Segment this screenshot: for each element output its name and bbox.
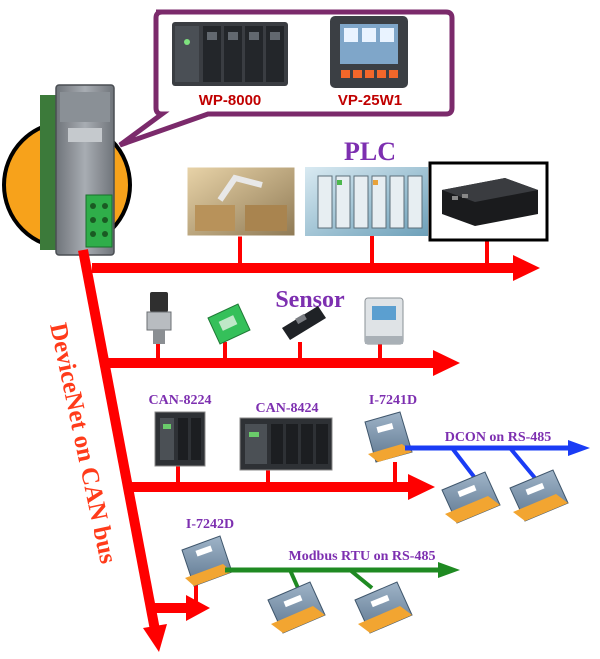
- plc-devices: PLC: [186, 137, 549, 242]
- can-8424-icon: [239, 417, 333, 471]
- modbus-bus-arrowhead: [438, 562, 460, 578]
- compact-plc-photo-icon: [428, 161, 549, 242]
- modbus-module-2-icon: [354, 581, 413, 634]
- modbus-drop-2: [348, 568, 374, 590]
- devicenet-bus: [78, 236, 540, 652]
- dcon-drop-2: [508, 446, 537, 480]
- plc-bus-arrowhead: [513, 255, 540, 281]
- dcon-bus-arrowhead: [568, 440, 590, 456]
- plc-label: PLC: [344, 137, 396, 166]
- dcon-module-1-icon: [441, 471, 501, 524]
- main-module: [2, 84, 132, 256]
- vp-25w1-label: VP-25W1: [338, 92, 402, 109]
- dcon-module-2-icon: [509, 469, 569, 522]
- pressure-sensor-icon: [146, 292, 172, 344]
- can-devices: CAN-8224 CAN-8424 I-7241D: [149, 393, 417, 471]
- can-8224-icon: [154, 411, 206, 467]
- i-7241d-label: I-7241D: [369, 393, 417, 408]
- can-8424-label: CAN-8424: [256, 401, 319, 416]
- sensor-bus-arrowhead: [433, 350, 460, 376]
- dcon-drop-1: [450, 446, 477, 480]
- modbus-rs485-branch: I-7242D Modbus RTU on RS-485: [181, 517, 460, 634]
- signal-conditioner-icon: [207, 303, 251, 345]
- product-callout: WP-8000 VP-25W1: [118, 9, 455, 148]
- can-bus-arrowhead: [408, 474, 435, 500]
- modbus-module-1-icon: [267, 581, 326, 634]
- can-8224-label: CAN-8224: [149, 393, 212, 408]
- vp-25w1-icon: [330, 16, 408, 88]
- wp-8000-label: WP-8000: [199, 92, 262, 109]
- dcon-label: DCON on RS-485: [445, 430, 552, 445]
- proximity-sensor-icon: [282, 306, 326, 340]
- plc-io-modules-photo-icon: [305, 167, 428, 236]
- main-bus-trunk: [78, 249, 160, 631]
- i-7241d-icon: [364, 411, 413, 463]
- modbus-drop-1: [288, 569, 300, 589]
- i-7242d-icon: [181, 535, 233, 587]
- sensor-devices: Sensor: [146, 287, 404, 345]
- devicenet-bus-label: DeviceNet on CAN bus: [44, 321, 121, 567]
- factory-robot-photo-icon: [186, 166, 296, 237]
- analyzer-sensor-icon: [364, 297, 404, 345]
- main-bus-arrowhead: [143, 624, 167, 652]
- modbus-label: Modbus RTU on RS-485: [289, 549, 436, 564]
- sensor-label: Sensor: [275, 287, 345, 313]
- din-rail-module-icon: [40, 84, 115, 256]
- wp-8000-icon: [172, 22, 288, 86]
- i-7242d-label: I-7242D: [186, 517, 234, 532]
- dcon-rs485-branch: DCON on RS-485: [405, 430, 590, 524]
